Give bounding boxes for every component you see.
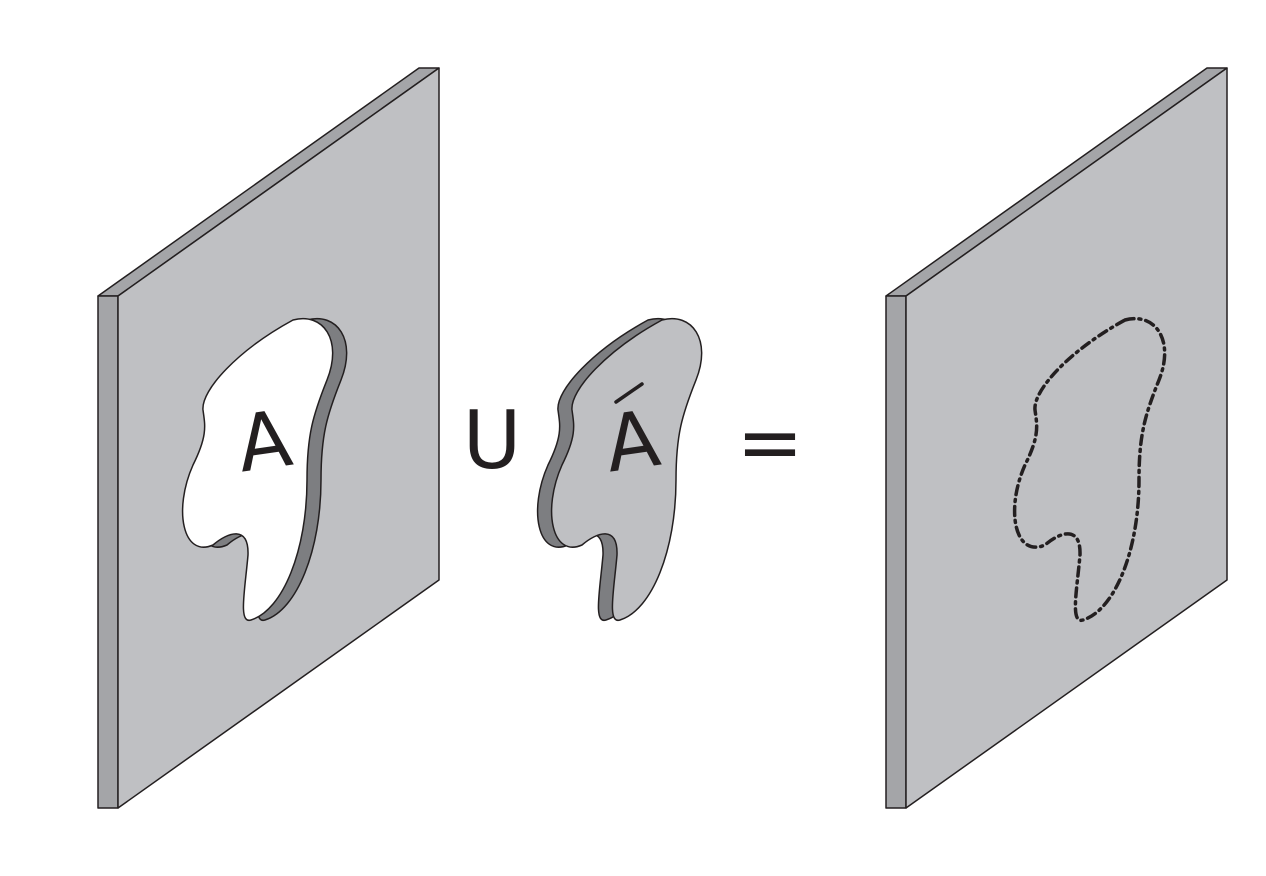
complement-bar [614, 382, 644, 404]
right-panel-face [905, 67, 1228, 809]
right-panel [885, 67, 1228, 809]
left-panel: A [97, 67, 440, 809]
union-operator: U [463, 394, 522, 487]
right-panel-side [885, 295, 907, 809]
equals-operator: = [736, 396, 803, 489]
left-panel-side [97, 295, 119, 809]
set-a-label: A [232, 394, 297, 491]
complement-blob: A [536, 317, 703, 622]
complement-a-label: A [600, 394, 665, 491]
